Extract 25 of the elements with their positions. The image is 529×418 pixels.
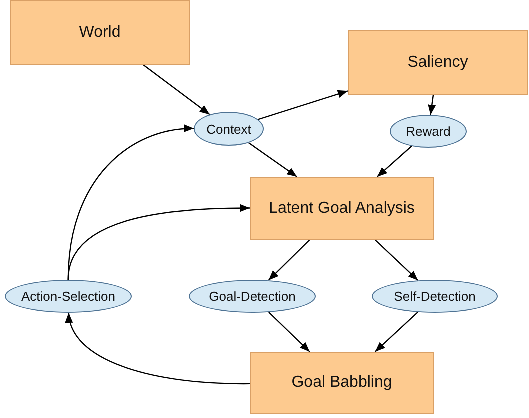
arrow — [143, 64, 210, 116]
ellipse-node — [194, 112, 264, 146]
node-label: Saliency — [408, 54, 468, 72]
arrow — [268, 240, 310, 281]
process-box — [10, 0, 190, 65]
arrow — [68, 204, 250, 280]
node-label: World — [79, 24, 121, 42]
process-box — [250, 177, 434, 240]
arrow — [374, 240, 419, 282]
arrow — [248, 142, 298, 178]
node-label: Goal-Detection — [209, 289, 296, 304]
arrow — [66, 312, 250, 385]
node-label: Goal Babbling — [292, 374, 392, 392]
process-box — [250, 352, 434, 414]
process-box — [348, 30, 528, 95]
node-label: Latent Goal Analysis — [269, 200, 415, 218]
node-label: Action-Selection — [22, 289, 116, 304]
node-label: Reward — [406, 124, 451, 139]
arrow — [268, 312, 310, 352]
arrow — [258, 90, 348, 120]
arrow — [376, 146, 412, 178]
arrow — [428, 94, 436, 116]
arrow — [374, 312, 418, 352]
node-label: Context — [206, 122, 252, 136]
node-label: Self-Detection — [394, 289, 476, 304]
